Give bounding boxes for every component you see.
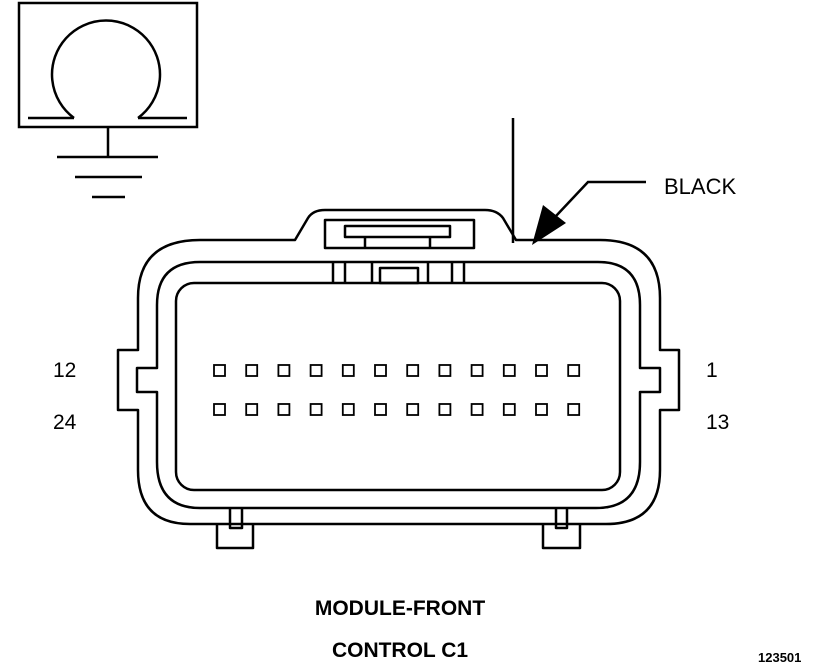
pin-cavity — [213, 403, 226, 416]
pin-label-24: 24 — [53, 411, 77, 434]
pin-cavity — [438, 403, 452, 416]
pin-cavity — [277, 364, 291, 377]
pin-cavity — [374, 364, 387, 377]
pin-cavity — [567, 364, 581, 377]
pin-cavity — [277, 403, 291, 416]
pin-cavity — [502, 364, 516, 377]
connector-color-label: BLACK — [664, 174, 737, 199]
color-leader-arrow — [532, 180, 646, 245]
pin-cavity — [438, 364, 452, 377]
pin-cavity — [309, 403, 323, 416]
pin-cavity — [374, 403, 387, 416]
pin-cavity — [341, 403, 355, 416]
ground-terminal-icon — [17, 1, 199, 199]
pin-cavity — [245, 364, 259, 377]
pin-cavity — [341, 364, 355, 377]
pin-cavity — [470, 364, 484, 377]
pin-cavity — [502, 403, 516, 416]
pin-cavity — [406, 364, 420, 377]
pin-cavity — [406, 403, 420, 416]
pin-cavity — [309, 364, 323, 377]
pin-cavity — [535, 364, 548, 377]
pin-label-13: 13 — [706, 411, 730, 434]
pin-cavity — [567, 403, 581, 416]
pin-cavity — [213, 364, 226, 377]
caption-line-2: CONTROL C1 — [331, 639, 469, 662]
pin-cavity — [470, 403, 484, 416]
pin-cavity — [245, 403, 259, 416]
pin-cavity — [535, 403, 548, 416]
pin-label-1: 1 — [706, 359, 718, 382]
connector-pins — [213, 364, 581, 416]
pin-label-12: 12 — [53, 359, 77, 382]
caption-line-1: MODULE-FRONT — [314, 597, 486, 620]
figure-number: 123501 — [758, 650, 802, 665]
connector-housing — [116, 208, 681, 550]
